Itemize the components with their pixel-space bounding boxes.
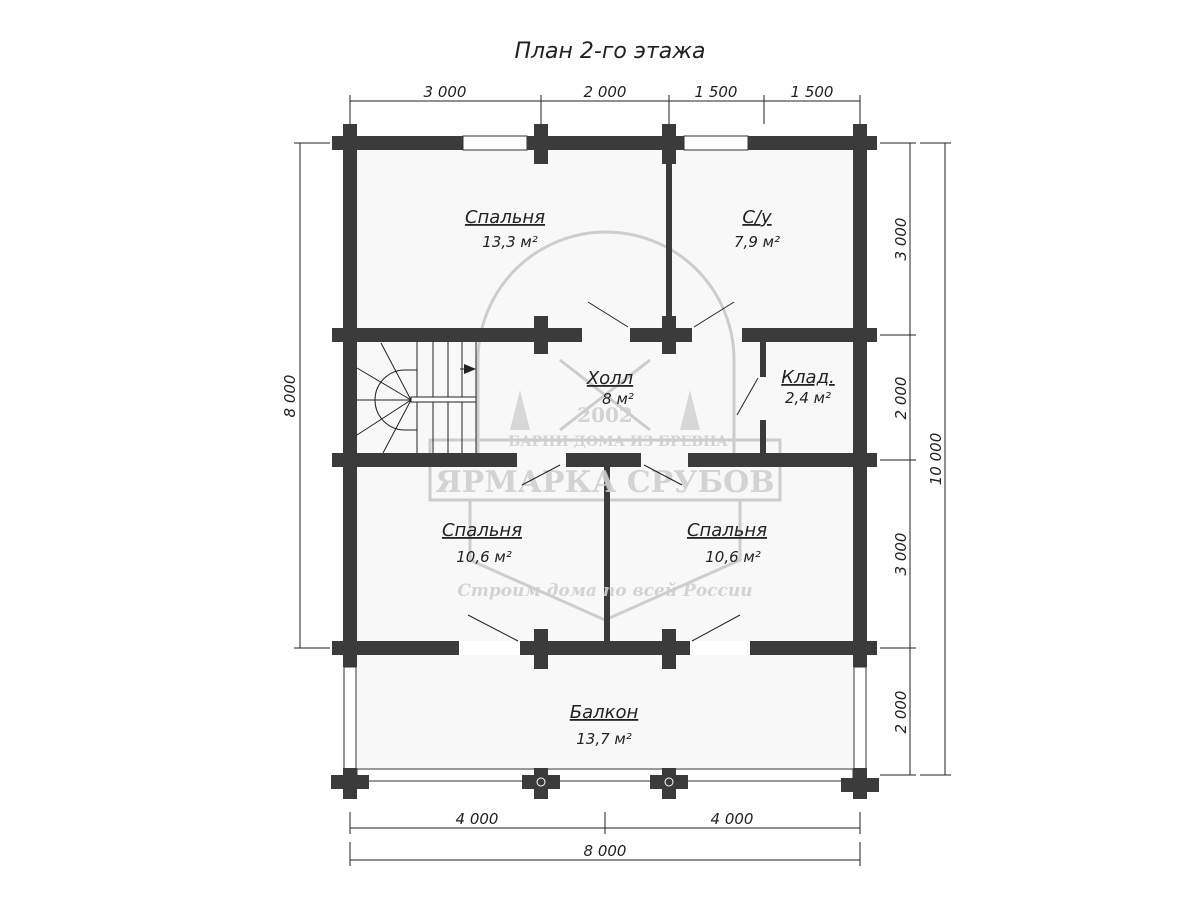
room-name: Холл <box>586 368 633 389</box>
room-name: Клад. <box>781 367 834 388</box>
watermark-text: БАРНИ ДОМА ИЗ БРЕВНА 2002 ЯРМАРКА СРУБОВ… <box>435 403 774 601</box>
room-name: Спальня <box>442 520 522 541</box>
room-name: Спальня <box>465 207 545 228</box>
walls <box>331 124 879 799</box>
dim-right-1: 3 000 <box>892 218 910 261</box>
door-swings <box>467 301 759 642</box>
dim-top-3: 1 500 <box>695 83 738 101</box>
room-name: С/у <box>742 207 772 228</box>
dim-top-4: 1 500 <box>791 83 834 101</box>
room-area: 7,9 м² <box>734 233 780 251</box>
room-area: 10,6 м² <box>705 548 761 566</box>
watermark-year: 2002 <box>577 403 633 427</box>
room-area: 10,6 м² <box>456 548 512 566</box>
dim-right-4: 2 000 <box>892 691 910 734</box>
room-name: Балкон <box>570 702 639 723</box>
room-area: 8 м² <box>602 390 634 408</box>
room-labels: Спальня 13,3 м² С/у 7,9 м² Холл 8 м² Кла… <box>442 207 835 748</box>
room-name: Спальня <box>687 520 767 541</box>
room-area: 13,7 м² <box>576 730 632 748</box>
dim-top-2: 2 000 <box>584 83 627 101</box>
dim-right-total: 10 000 <box>927 433 945 486</box>
dim-bottom-2: 4 000 <box>711 810 754 828</box>
dim-bottom-1: 4 000 <box>456 810 499 828</box>
watermark-brand: ЯРМАРКА СРУБОВ <box>435 465 774 500</box>
room-area: 2,4 м² <box>785 389 831 407</box>
watermark-arc-text: БАРНИ ДОМА ИЗ БРЕВНА <box>508 434 728 450</box>
dim-right-2: 2 000 <box>892 377 910 420</box>
dimension-lines: 3 000 2 000 1 500 1 500 8 000 3 000 2 00… <box>281 83 951 866</box>
dim-top-1: 3 000 <box>424 83 467 101</box>
dim-bottom-total: 8 000 <box>584 842 627 860</box>
dim-left-total: 8 000 <box>281 375 299 418</box>
room-area: 13,3 м² <box>482 233 538 251</box>
watermark-slogan: Строим дома по всей России <box>457 581 752 601</box>
staircase <box>356 342 477 454</box>
dim-right-3: 3 000 <box>892 533 910 576</box>
plan-title: План 2-го этажа <box>514 39 705 64</box>
